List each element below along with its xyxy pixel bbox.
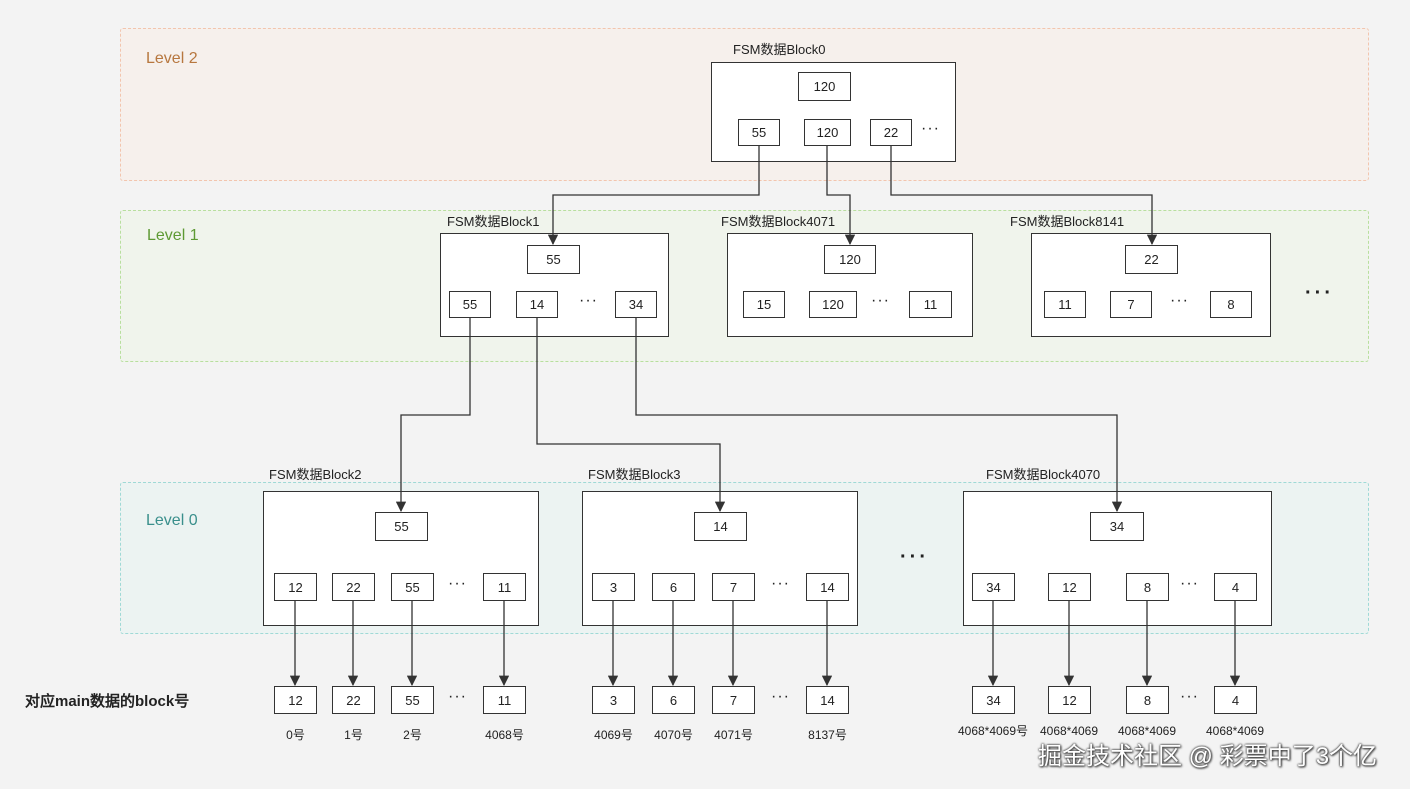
- block-leaf-cell: 22: [870, 119, 912, 146]
- block-leaf-cell: 14: [516, 291, 558, 318]
- ellipsis: ···: [448, 688, 467, 705]
- block-index-label: 2号: [403, 728, 422, 742]
- ellipsis: ···: [579, 292, 598, 309]
- block-root-cell: 22: [1125, 245, 1178, 274]
- block-leaf-cell: 22: [332, 573, 375, 601]
- arrow-b0-to-b8141: [890, 146, 1158, 246]
- block-leaf-cell: 34: [615, 291, 657, 318]
- block-root-cell: 14: [694, 512, 747, 541]
- block-index-label: 4068*4069: [1205, 724, 1265, 738]
- main-block-cell: 11: [483, 686, 526, 714]
- block-root-cell: 120: [798, 72, 851, 101]
- main-block-cell: 12: [1048, 686, 1091, 714]
- level-1-label: Level 1: [147, 227, 199, 244]
- arrow-b1-to-b4070: [635, 318, 1123, 513]
- block-index-label: 4068号: [485, 728, 524, 742]
- ellipsis: ···: [871, 292, 890, 309]
- main-block-cell: 34: [972, 686, 1015, 714]
- block-leaf-cell: 120: [809, 291, 857, 318]
- ellipsis: ···: [448, 575, 467, 592]
- block-leaf-cell: 11: [1044, 291, 1086, 318]
- block-index-label: 4068*4069: [1117, 724, 1177, 738]
- block-leaf-cell: 11: [909, 291, 952, 318]
- main-block-cell: 8: [1126, 686, 1169, 714]
- block-index-label: 4068*4069: [1039, 724, 1099, 738]
- arrow-b1-to-b2: [395, 318, 471, 513]
- block-index-label: 0号: [286, 728, 305, 742]
- block-leaf-cell: 55: [391, 573, 434, 601]
- ellipsis: ···: [1180, 575, 1199, 592]
- block-leaf-cell: 7: [1110, 291, 1152, 318]
- block-leaf-cell: 4: [1214, 573, 1257, 601]
- block-index-label: 1号: [344, 728, 363, 742]
- block-title: FSM数据Block4071: [721, 214, 836, 229]
- block-root-cell: 34: [1090, 512, 1144, 541]
- block-index-label: 4069号: [594, 728, 633, 742]
- block-leaf-cell: 15: [743, 291, 785, 318]
- ellipsis: ···: [921, 120, 940, 137]
- block-leaf-cell: 6: [652, 573, 695, 601]
- main-block-cell: 6: [652, 686, 695, 714]
- ellipsis: ···: [771, 575, 790, 592]
- level-2-label: Level 2: [146, 50, 198, 67]
- main-block-cell: 4: [1214, 686, 1257, 714]
- level-0-more-ellipsis: ···: [900, 546, 929, 568]
- block-leaf-cell: 12: [274, 573, 317, 601]
- block-leaf-cell: 7: [712, 573, 755, 601]
- block-index-label: 4071号: [714, 728, 753, 742]
- main-block-cell: 22: [332, 686, 375, 714]
- block-leaf-cell: 8: [1210, 291, 1252, 318]
- block-leaf-cell: 55: [738, 119, 780, 146]
- block-index-label: 4070号: [654, 728, 693, 742]
- level-1-more-ellipsis: ···: [1305, 282, 1334, 304]
- block-leaf-cell: 8: [1126, 573, 1169, 601]
- arrow-b0-to-b4071: [826, 146, 856, 246]
- main-block-cell: 3: [592, 686, 635, 714]
- block-leaf-cell: 12: [1048, 573, 1091, 601]
- block-leaf-cell: 34: [972, 573, 1015, 601]
- block-leaf-cell: 11: [483, 573, 526, 601]
- level-0-label: Level 0: [146, 512, 198, 529]
- block-root-cell: 120: [824, 245, 876, 274]
- block-title: FSM数据Block3: [588, 467, 681, 482]
- block-title: FSM数据Block0: [733, 42, 826, 57]
- block-title: FSM数据Block8141: [1010, 214, 1125, 229]
- block-title: FSM数据Block4070: [986, 467, 1101, 482]
- main-block-cell: 55: [391, 686, 434, 714]
- main-block-cell: 14: [806, 686, 849, 714]
- block-leaf-cell: 14: [806, 573, 849, 601]
- main-data-label: 对应main数据的block号: [25, 693, 190, 710]
- block-title: FSM数据Block1: [447, 214, 540, 229]
- arrow-b1-to-b3: [536, 318, 726, 513]
- block-title: FSM数据Block2: [269, 467, 362, 482]
- ellipsis: ···: [1170, 292, 1189, 309]
- block-index-label: 4068*4069号: [957, 724, 1029, 738]
- block-leaf-cell: 55: [449, 291, 491, 318]
- arrow-b0-to-b1: [547, 146, 760, 246]
- main-block-cell: 7: [712, 686, 755, 714]
- block-leaf-cell: 120: [804, 119, 851, 146]
- block-root-cell: 55: [527, 245, 580, 274]
- ellipsis: ···: [1180, 688, 1199, 705]
- watermark: 掘金技术社区 @ 彩票中了3个亿: [1038, 743, 1378, 770]
- ellipsis: ···: [771, 688, 790, 705]
- main-block-cell: 12: [274, 686, 317, 714]
- block-index-label: 8137号: [808, 728, 847, 742]
- block-root-cell: 55: [375, 512, 428, 541]
- block-leaf-cell: 3: [592, 573, 635, 601]
